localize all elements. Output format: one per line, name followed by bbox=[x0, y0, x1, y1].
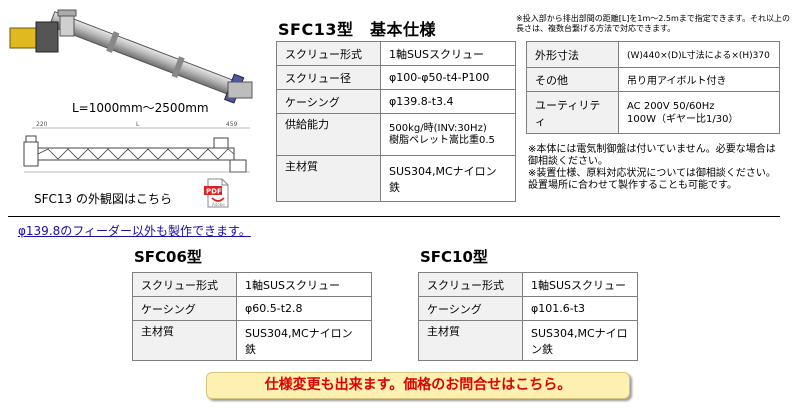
sfc10-title: SFC10型 bbox=[420, 248, 488, 266]
spec-label: スクリュー径 bbox=[276, 65, 381, 90]
spec-value: SUS304,MCナイロン鉄 bbox=[236, 320, 372, 361]
dim-mid: L bbox=[136, 121, 140, 128]
spec-value: 吊り用アイボルト付き bbox=[618, 67, 780, 92]
length-label: L=1000mm～2500mm bbox=[72, 101, 209, 115]
spec-value: SUS304,MCナイロン鉄 bbox=[380, 155, 516, 202]
spec-label: ケーシング bbox=[418, 296, 523, 321]
spec-label: 主材質 bbox=[418, 320, 523, 361]
spec-label: ケーシング bbox=[276, 89, 381, 114]
spec-label: 主材質 bbox=[132, 320, 237, 361]
spec-value: φ101.6-t3 bbox=[522, 296, 638, 321]
inquiry-button[interactable]: 仕様変更も出来ます。価格のお問合せはこちら。 bbox=[206, 372, 630, 399]
spec-label: ケーシング bbox=[132, 296, 237, 321]
dim-right: 459 bbox=[226, 121, 238, 128]
sfc06-title: SFC06型 bbox=[134, 248, 202, 266]
length-note: ※投入部から排出部間の距離[L]を1m～2.5mまで指定できます。それ以上の長さ… bbox=[516, 14, 790, 33]
sfc13-side-spec-table: 外形寸法(W)440×(D)L寸法による×(H)370 その他吊り用アイボルト付… bbox=[526, 41, 780, 134]
spec-value: φ100-φ50-t4-P100 bbox=[380, 65, 516, 90]
spec-value: AC 200V 50/60Hz 100W（ギヤー比1/30） bbox=[618, 91, 780, 134]
spec-value: 500kg/時(INV:30Hz) 樹脂ペレット嵩比重0.5 bbox=[380, 113, 516, 156]
dim-left: 220 bbox=[36, 121, 48, 128]
control-panel-note: ※本体には電気制御盤は付いていません。必要な場合は御相談ください。 ※装置仕様、… bbox=[528, 144, 776, 191]
spec-value: 1軸SUSスクリュー bbox=[236, 272, 372, 297]
spec-label: スクリュー形式 bbox=[276, 41, 381, 66]
section-divider bbox=[8, 216, 780, 217]
spec-value: SUS304,MCナイロン鉄 bbox=[522, 320, 638, 361]
pdf-icon[interactable]: PDF Adobe bbox=[204, 178, 230, 208]
spec-label: 主材質 bbox=[276, 155, 381, 202]
table-row: 外形寸法(W)440×(D)L寸法による×(H)370 bbox=[526, 41, 780, 68]
spec-value: 1軸SUSスクリュー bbox=[380, 41, 516, 66]
screw-feeder-photo bbox=[9, 9, 253, 104]
pdf-badge-text: PDF bbox=[206, 188, 222, 196]
dimension-drawing: 220 L 459 bbox=[23, 121, 250, 173]
spec-value: (W)440×(D)L寸法による×(H)370 bbox=[618, 41, 780, 68]
spec-value: φ60.5-t2.8 bbox=[236, 296, 372, 321]
spec-label: 外形寸法 bbox=[526, 41, 619, 68]
spec-label: その他 bbox=[526, 67, 619, 92]
other-feeders-link[interactable]: φ139.8のフィーダー以外も製作できます。 bbox=[18, 224, 251, 238]
spec-label: スクリュー形式 bbox=[132, 272, 237, 297]
pdf-adobe-text: Adobe bbox=[212, 202, 225, 207]
table-row: その他吊り用アイボルト付き bbox=[526, 67, 780, 92]
outline-drawing-link[interactable]: SFC13 の外観図はこちら bbox=[34, 192, 172, 206]
spec-label: ユーティリティ bbox=[526, 91, 619, 134]
spec-value: 1軸SUSスクリュー bbox=[522, 272, 638, 297]
spec-label: 供給能力 bbox=[276, 113, 381, 156]
spec-label: スクリュー形式 bbox=[418, 272, 523, 297]
page-title: SFC13型 基本仕様 bbox=[278, 20, 436, 39]
spec-value: φ139.8-t3.4 bbox=[380, 89, 516, 114]
